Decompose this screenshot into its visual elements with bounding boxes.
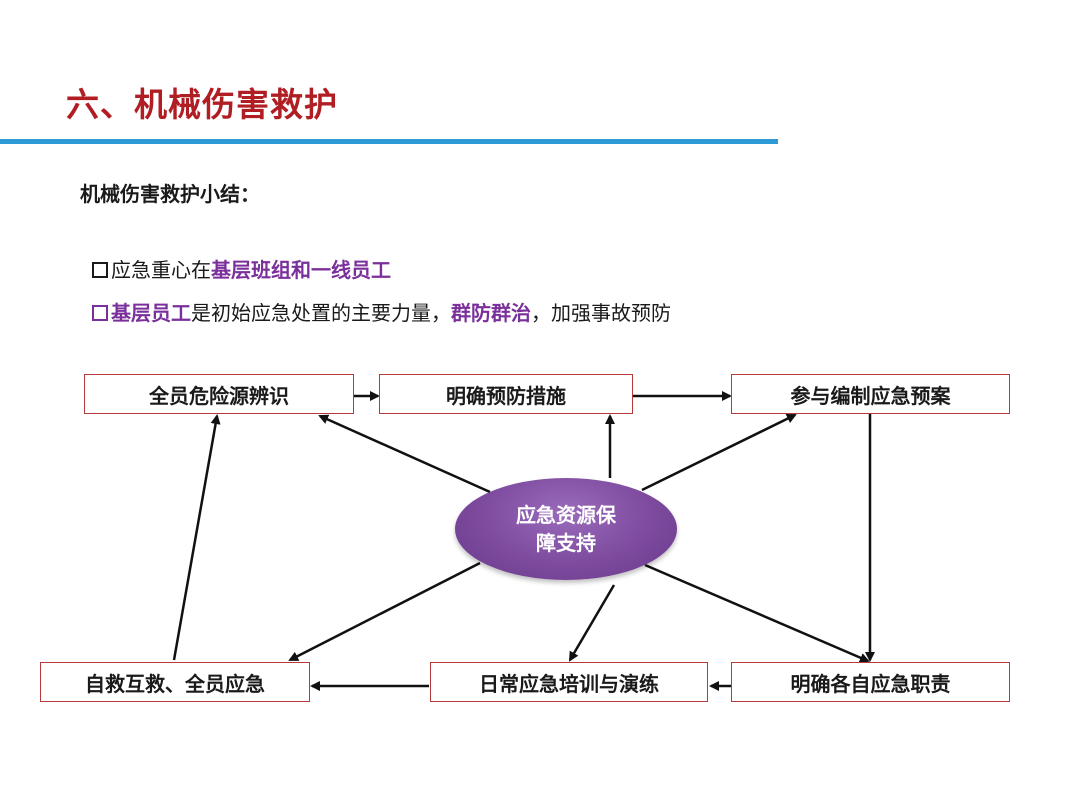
summary-heading: 机械伤害救护小结： — [80, 182, 260, 206]
page-title: 六、机械伤害救护 — [66, 85, 338, 124]
arrow-center-to-training — [568, 584, 616, 662]
bullet-2-text: 是初始应急处置的主要力量， — [191, 301, 451, 325]
bullet-2: 基层员工是初始应急处置的主要力量，群防群治，加强事故预防 — [92, 299, 671, 327]
checkbox-bullet-icon — [92, 262, 108, 278]
title-divider — [0, 139, 778, 144]
bullet-2-tail: ，加强事故预防 — [531, 301, 671, 325]
checkbox-bullet-icon — [92, 305, 108, 321]
bullet-2-highlight: 群防群治 — [451, 301, 531, 325]
arrow-center-to-selfrescue — [288, 561, 481, 662]
node-prevention-measures: 明确预防措施 — [379, 374, 633, 414]
bullet-1-highlight: 基层班组和一线员工 — [211, 258, 391, 282]
bullet-1-text: 应急重心在 — [111, 258, 211, 282]
arrow-center-to-duties — [644, 563, 870, 663]
node-self-rescue: 自救互救、全员应急 — [40, 662, 310, 702]
node-hazard-identification: 全员危险源辨识 — [84, 374, 354, 414]
arrow-selfrescue-to-hazard — [172, 414, 221, 661]
center-label-line-1: 应急资源保 — [516, 503, 616, 527]
bullet-2-highlight-lead: 基层员工 — [111, 301, 191, 325]
bullet-1: 应急重心在基层班组和一线员工 — [92, 256, 391, 284]
node-emergency-duties: 明确各自应急职责 — [731, 662, 1010, 702]
center-resource-support: 应急资源保 障支持 — [455, 478, 677, 580]
node-training-drills: 日常应急培训与演练 — [430, 662, 708, 702]
arrow-center-to-plan — [641, 413, 797, 492]
node-compile-emergency-plan: 参与编制应急预案 — [731, 374, 1010, 414]
center-label-line-2: 障支持 — [536, 531, 596, 555]
arrow-center-to-hazard — [318, 414, 491, 494]
